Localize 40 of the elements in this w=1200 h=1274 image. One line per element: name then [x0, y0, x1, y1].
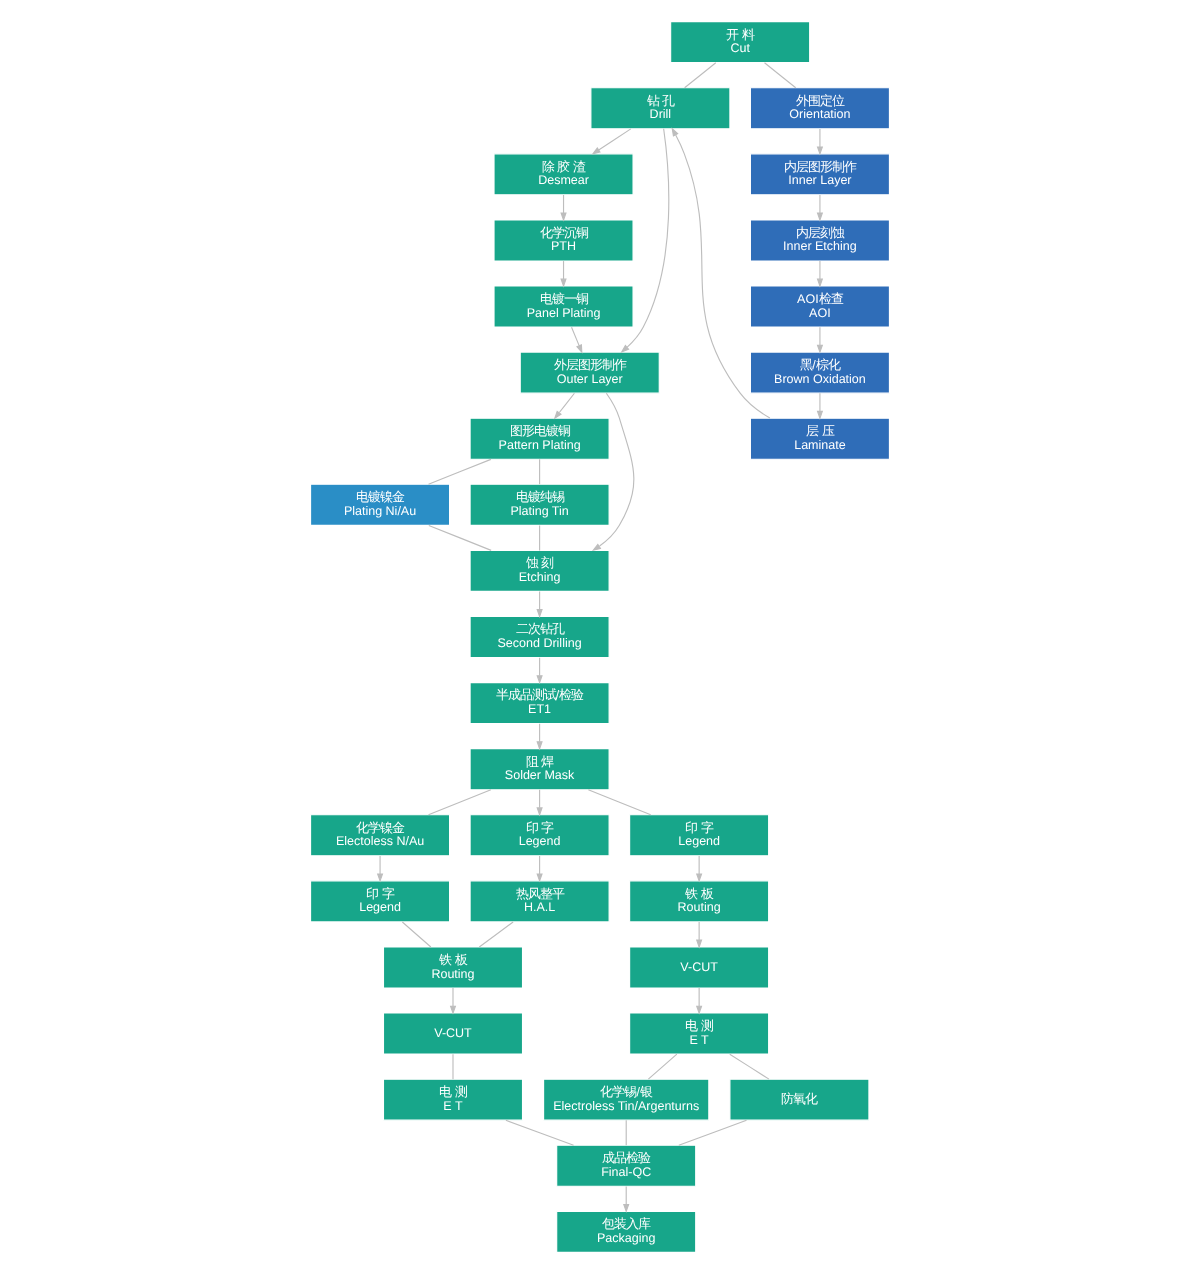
connector	[427, 458, 492, 485]
arrow	[816, 392, 824, 420]
arrow	[449, 987, 457, 1015]
arrow	[816, 326, 824, 354]
connector	[478, 921, 514, 948]
connector	[684, 62, 717, 89]
connector	[539, 524, 541, 551]
arrow	[536, 723, 543, 751]
arrow	[695, 921, 703, 949]
arrow	[536, 590, 543, 619]
connector	[647, 1053, 678, 1080]
connector	[625, 1119, 627, 1146]
arrow	[560, 194, 567, 222]
arrow	[591, 128, 632, 155]
arrow	[536, 855, 543, 883]
connector	[729, 1053, 770, 1080]
arrow	[816, 260, 824, 288]
connector	[452, 1053, 454, 1080]
arrow	[553, 392, 575, 420]
arrow	[376, 855, 384, 883]
arrow	[816, 128, 824, 156]
arrow	[671, 127, 771, 419]
arrow	[536, 789, 543, 817]
connector	[587, 789, 652, 816]
connector	[678, 1119, 748, 1146]
arrow	[560, 260, 567, 288]
connector	[763, 62, 797, 89]
connector	[427, 789, 492, 816]
connector	[505, 1119, 575, 1146]
arrow	[816, 194, 824, 222]
arrow	[695, 987, 703, 1015]
arrow	[623, 1185, 630, 1214]
connector	[401, 921, 432, 948]
arrow	[695, 855, 703, 883]
arrow	[591, 392, 635, 552]
arrow	[620, 128, 670, 353]
connector	[539, 458, 541, 485]
arrow	[570, 326, 583, 354]
connector	[428, 524, 492, 551]
arrow	[536, 657, 543, 685]
